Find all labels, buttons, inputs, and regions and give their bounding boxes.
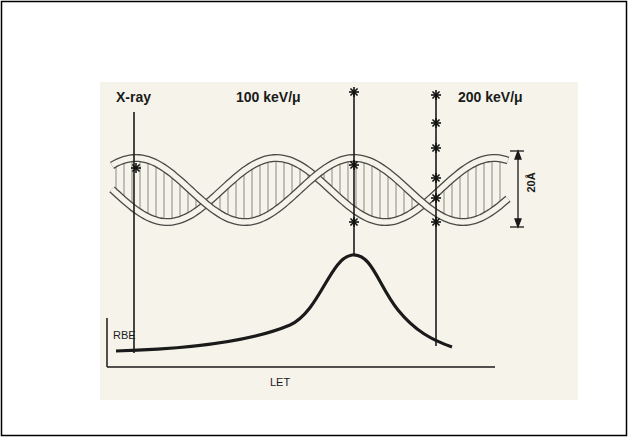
xray-track (133, 112, 135, 353)
star-spoke (432, 218, 439, 225)
base-pair (260, 161, 261, 219)
star-spoke (132, 164, 139, 171)
ionization-stars (131, 87, 441, 227)
ionization-star (349, 87, 359, 97)
beam-label: X-ray (116, 90, 151, 104)
base-pair (244, 171, 245, 222)
axis-label: LET (270, 377, 290, 388)
base-pair (124, 160, 125, 200)
ionization-star (431, 143, 441, 153)
scale-label: 20Å (526, 172, 537, 192)
star-spoke (432, 144, 439, 151)
y-axis (106, 318, 108, 367)
let-label: 100 keV/μ (236, 90, 301, 104)
star-spoke (432, 174, 439, 181)
star-spoke (432, 194, 439, 201)
base-pair (476, 162, 477, 219)
rbe-curve (116, 255, 452, 351)
strand-fill (112, 158, 508, 222)
base-pair (276, 158, 277, 210)
base-pair (132, 158, 133, 207)
dna-helix (112, 158, 508, 222)
strand-outline (112, 158, 508, 222)
base-pair (180, 180, 181, 219)
base-pair (460, 172, 461, 222)
scale-arrow (515, 219, 521, 227)
base-pair (452, 179, 453, 220)
base-pair (140, 158, 141, 212)
base-pair (500, 158, 501, 205)
base-pair (484, 159, 485, 216)
star-spoke (432, 119, 439, 126)
x-axis (107, 366, 495, 368)
ionization-star (431, 90, 441, 100)
base-pair (164, 168, 165, 222)
scale-tick (510, 150, 524, 151)
axis-label: RBE (113, 330, 136, 341)
star-spoke (350, 88, 357, 95)
base-pair (284, 159, 285, 204)
scan-ground (100, 82, 578, 400)
base-pair (340, 161, 341, 199)
ionization-star (431, 118, 441, 128)
track-lines (134, 93, 436, 353)
scale-bracket (510, 151, 524, 227)
strand-fill (112, 158, 508, 222)
star-spoke (350, 161, 357, 168)
let-label: 200 keV/μ (458, 90, 523, 104)
scale-tick (510, 226, 524, 227)
ionization-star (349, 217, 359, 227)
star-spoke (432, 91, 439, 98)
base-pair (348, 158, 349, 205)
rbe-chart (107, 255, 495, 367)
ionization-star (431, 193, 441, 203)
strand-outline (112, 158, 508, 222)
base-pair (380, 167, 381, 222)
base-pair (156, 163, 157, 220)
base-pair (236, 177, 237, 221)
base-pair (372, 162, 373, 219)
base-pair (172, 174, 173, 222)
ionization-star (431, 173, 441, 183)
ionization-star (349, 160, 359, 170)
base-pair (148, 160, 149, 217)
ionization-star (131, 163, 141, 173)
base-pair (268, 159, 269, 215)
base-pair (364, 159, 365, 216)
ionization-star (431, 217, 441, 227)
base-pair (388, 172, 389, 222)
base-pair (468, 167, 469, 222)
star-spoke (350, 218, 357, 225)
base-pair (396, 179, 397, 221)
base-pair (492, 158, 493, 211)
base-pair (252, 165, 253, 221)
scale-line (517, 152, 518, 226)
track-100kev (353, 93, 355, 256)
scale-arrow (515, 151, 521, 159)
